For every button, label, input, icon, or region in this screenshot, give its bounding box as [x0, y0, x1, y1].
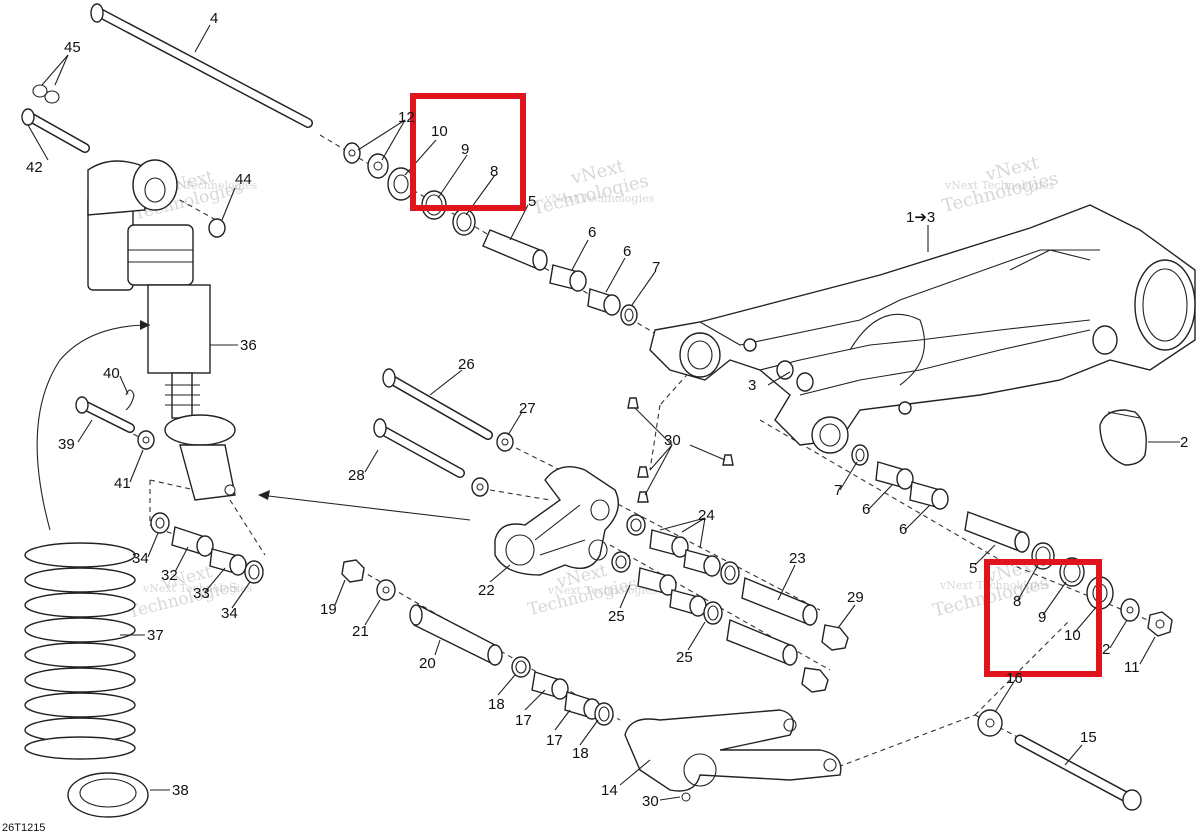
callout-18: 18 — [488, 696, 505, 713]
highlight-box-upper — [410, 93, 526, 211]
callout-17: 17 — [546, 732, 563, 749]
callout-36: 36 — [240, 337, 257, 354]
callout-7: 7 — [834, 482, 842, 499]
callout-21: 21 — [352, 623, 369, 640]
highlight-box-lower — [984, 559, 1102, 677]
end-cap — [1099, 409, 1147, 466]
long-bolt — [90, 3, 313, 128]
callout-15: 15 — [1080, 729, 1097, 746]
shock-bushings — [150, 512, 264, 584]
callout-39: 39 — [58, 436, 75, 453]
callout-25: 25 — [608, 608, 625, 625]
callout-19: 19 — [320, 601, 337, 618]
callout-6: 6 — [588, 224, 596, 241]
callout-26: 26 — [458, 356, 475, 373]
callout-7: 7 — [652, 259, 660, 276]
callout-8: 8 — [490, 163, 498, 180]
rocker-arm — [494, 466, 619, 576]
rocker-bushings — [611, 514, 849, 693]
callout-6: 6 — [862, 501, 870, 518]
callout-28: 28 — [348, 467, 365, 484]
callout-42: 42 — [26, 159, 43, 176]
assembly-lines — [84, 134, 1161, 801]
watermark-caption: vNext Technologies — [142, 582, 253, 595]
small-hardware — [21, 84, 155, 450]
callout-37: 37 — [147, 627, 164, 644]
swingarm — [649, 204, 1196, 454]
callout-labels: 4 45 42 44 12 10 9 8 5 6 6 7 1➔3 2 3 7 6… — [26, 10, 1188, 810]
grease-fittings — [627, 360, 814, 503]
callout-9: 9 — [1038, 609, 1046, 626]
callout-45: 45 — [64, 39, 81, 56]
callout-9: 9 — [461, 141, 469, 158]
callout-16: 16 — [1006, 670, 1023, 687]
callout-29: 29 — [847, 589, 864, 606]
callout-12: 2 — [1102, 641, 1110, 658]
callout-18: 18 — [572, 745, 589, 762]
callout-23: 23 — [789, 550, 806, 567]
lower-link — [341, 559, 842, 802]
watermark-caption: vNext Technologies — [944, 179, 1055, 192]
coil-spring — [24, 320, 151, 818]
callout-25: 25 — [676, 649, 693, 666]
callout-10: 10 — [431, 123, 448, 140]
callout-5: 5 — [528, 193, 536, 210]
callout-33: 33 — [193, 585, 210, 602]
callout-41: 41 — [114, 475, 131, 492]
callout-22: 22 — [478, 582, 495, 599]
callout-3: 3 — [748, 377, 756, 394]
callout-6: 6 — [899, 521, 907, 538]
watermark-caption: vNext Technologies — [547, 584, 658, 597]
leader-lines — [27, 24, 1180, 801]
callout-24: 24 — [698, 507, 715, 524]
callout-14: 14 — [601, 782, 618, 799]
callout-34: 34 — [221, 605, 238, 622]
lower-bolt — [977, 709, 1142, 811]
callout-30: 30 — [664, 432, 681, 449]
callout-27: 27 — [519, 400, 536, 417]
lower-bushing-stack — [851, 444, 1173, 637]
callout-44: 44 — [235, 171, 252, 188]
callout-40: 40 — [103, 365, 120, 382]
callout-34: 34 — [132, 550, 149, 567]
callout-38: 38 — [172, 782, 189, 799]
callout-8: 8 — [1013, 593, 1021, 610]
callout-1-to-3: 1➔3 — [906, 209, 935, 226]
callout-12: 12 — [398, 109, 415, 126]
callout-10: 10 — [1064, 627, 1081, 644]
callout-17: 17 — [515, 712, 532, 729]
diagram-code: 26T1215 — [2, 822, 45, 834]
watermark-caption: vNext Technologies — [939, 579, 1050, 592]
callout-5: 5 — [969, 560, 977, 577]
callout-20: 20 — [419, 655, 436, 672]
callout-30: 30 — [642, 793, 659, 810]
callout-32: 32 — [161, 567, 178, 584]
rocker-bolts — [373, 368, 514, 497]
callout-11: 11 — [1124, 659, 1140, 676]
watermark-caption: vNext Technologies — [544, 192, 655, 205]
callout-2: 2 — [1180, 434, 1188, 451]
callout-6: 6 — [623, 243, 631, 260]
callout-4: 4 — [210, 10, 218, 27]
shock-absorber — [87, 159, 236, 501]
